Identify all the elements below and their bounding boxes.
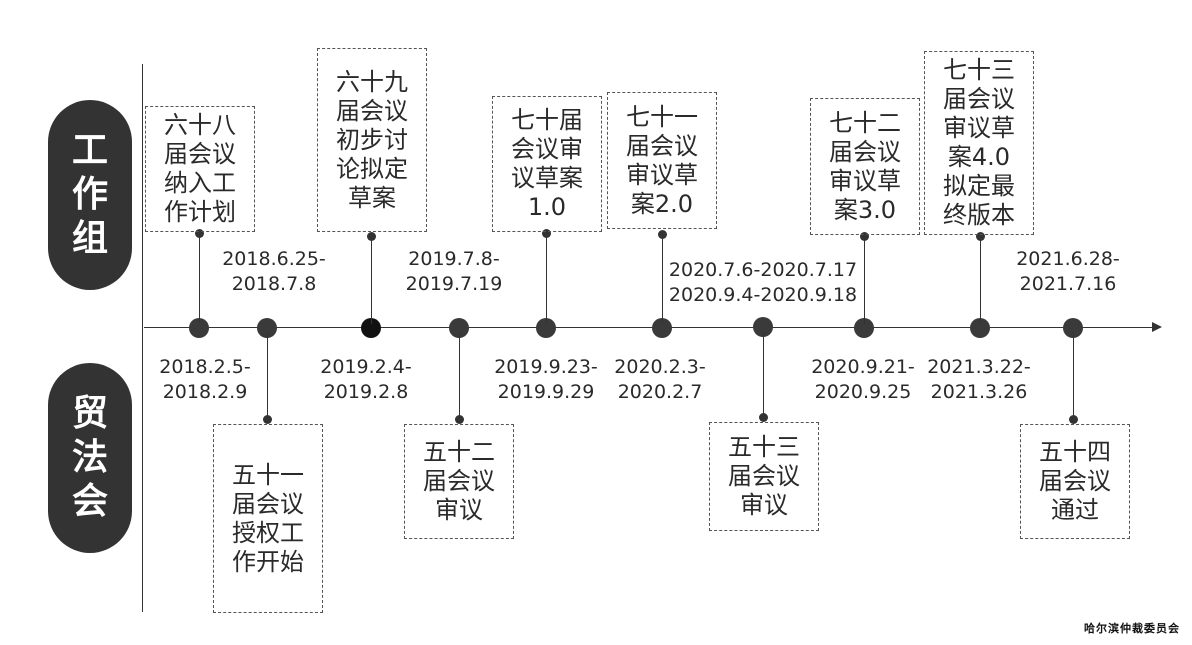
- event-connector: [763, 332, 764, 418]
- timeline-dot: [361, 318, 381, 338]
- event-box-73rd-session: 七十三届会议审议草案4.0拟定最终版本: [924, 51, 1034, 235]
- date-range-label: 2019.9.23- 2019.9.29: [494, 356, 598, 403]
- date-range-label: 2020.9.21- 2020.9.25: [811, 356, 915, 403]
- lane-uncitral-label: 贸法会: [71, 393, 108, 522]
- connector-dot: [542, 229, 551, 238]
- timeline-dot: [753, 317, 773, 337]
- connector-dot: [759, 413, 768, 422]
- event-box-71st-session: 七十一届会议审议草案2.0: [607, 92, 717, 229]
- event-connector: [267, 332, 268, 420]
- timeline-dot: [189, 318, 209, 338]
- event-label: 五十三届会议审议: [728, 433, 800, 519]
- event-box-52nd-session: 五十二届会议审议: [404, 424, 514, 539]
- date-range-label: 2021.6.28- 2021.7.16: [1016, 248, 1120, 295]
- event-connector: [546, 233, 547, 323]
- date-range-label: 2019.7.8- 2019.7.19: [405, 248, 503, 295]
- timeline-dot: [854, 318, 874, 338]
- event-box-51st-session: 五十一届会议授权工作开始: [213, 424, 323, 613]
- date-range-label: 2018.6.25- 2018.7.8: [222, 248, 326, 295]
- timeline-axis: [144, 327, 1156, 328]
- event-label: 六十八届会议纳入工作计划: [164, 111, 236, 226]
- connector-dot: [860, 232, 869, 241]
- event-label: 五十二届会议审议: [423, 438, 495, 524]
- connector-dot: [455, 415, 464, 424]
- event-box-69th-session: 六十九届会议初步讨论拟定草案: [317, 48, 427, 232]
- event-label: 五十四届会议通过: [1039, 438, 1111, 524]
- connector-dot: [658, 230, 667, 239]
- connector-dot: [367, 232, 376, 241]
- connector-dot: [195, 229, 204, 238]
- lane-uncitral: 贸法会: [48, 363, 132, 553]
- event-label: 五十一届会议授权工作开始: [232, 460, 304, 576]
- lane-working-group: 工作组: [48, 100, 132, 290]
- timeline-dot: [652, 318, 672, 338]
- timeline-dot: [1063, 318, 1083, 338]
- event-connector: [864, 236, 865, 324]
- connector-dot: [976, 232, 985, 241]
- lane-working-group-label: 工作组: [71, 130, 108, 259]
- timeline-dot: [970, 318, 990, 338]
- event-connector: [199, 233, 200, 323]
- event-box-70th-session: 七十届会议审议草案1.0: [492, 96, 602, 232]
- date-range-label: 2020.2.3- 2020.2.7: [614, 356, 706, 403]
- date-range-label: 2020.7.6-2020.7.17 2020.9.4-2020.9.18: [668, 259, 858, 306]
- event-box-53rd-session: 五十三届会议审议: [709, 422, 819, 531]
- vertical-axis: [142, 64, 143, 612]
- connector-dot: [1069, 415, 1078, 424]
- connector-dot: [263, 415, 272, 424]
- event-box-72nd-session: 七十二届会议审议草案3.0: [810, 98, 920, 235]
- event-label: 七十一届会议审议草案2.0: [626, 102, 698, 218]
- footer-signature: 哈尔滨仲裁委员会: [1084, 622, 1180, 635]
- timeline-dot: [257, 318, 277, 338]
- event-label: 七十二届会议审议草案3.0: [829, 108, 901, 224]
- timeline-dot: [536, 318, 556, 338]
- date-range-label: 2019.2.4- 2019.2.8: [320, 356, 412, 403]
- event-connector: [980, 236, 981, 324]
- event-label: 六十九届会议初步讨论拟定草案: [336, 67, 408, 212]
- timeline-dot: [449, 318, 469, 338]
- timeline-arrow-icon: [1152, 322, 1162, 332]
- event-box-68th-session: 六十八届会议纳入工作计划: [145, 106, 255, 232]
- event-connector: [1073, 332, 1074, 420]
- date-range-label: 2018.2.5- 2018.2.9: [159, 356, 251, 403]
- event-connector: [459, 332, 460, 420]
- event-connector: [662, 234, 663, 324]
- date-range-label: 2021.3.22- 2021.3.26: [927, 356, 1031, 403]
- event-connector: [371, 236, 372, 324]
- event-label: 七十届会议审议草案1.0: [511, 106, 583, 221]
- event-box-54th-session: 五十四届会议通过: [1020, 424, 1130, 539]
- event-label: 七十三届会议审议草案4.0拟定最终版本: [943, 56, 1015, 229]
